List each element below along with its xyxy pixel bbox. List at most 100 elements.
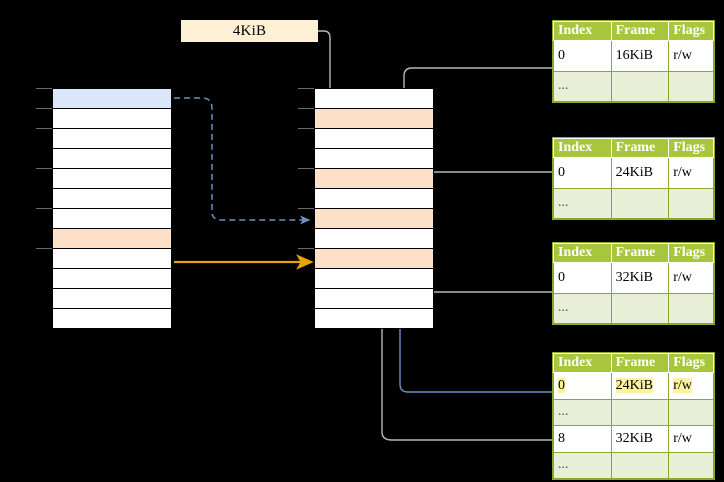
- virtual-memory-column: [52, 88, 172, 329]
- physical-memory-row[interactable]: [314, 128, 434, 149]
- tick-mark: [298, 88, 314, 89]
- virtual-memory-row[interactable]: [52, 228, 172, 249]
- virtual-memory-row[interactable]: [52, 288, 172, 309]
- table-cell: [668, 292, 714, 324]
- physical-memory-row[interactable]: [314, 208, 434, 229]
- column-header-frame: Frame: [610, 353, 670, 373]
- table-cell: 0: [553, 372, 612, 400]
- column-header-flags: Flags: [668, 243, 714, 263]
- column-header-frame: Frame: [610, 138, 670, 158]
- tick-mark: [298, 128, 314, 129]
- column-header-index: Index: [553, 353, 612, 373]
- table-row[interactable]: ...: [553, 451, 714, 479]
- virtual-memory-row[interactable]: [52, 268, 172, 289]
- tick-mark: [298, 108, 314, 109]
- tick-mark: [36, 108, 52, 109]
- column-header-frame: Frame: [610, 243, 670, 263]
- virtual-memory-row[interactable]: [52, 148, 172, 169]
- highlighted-value: 24KiB: [615, 377, 653, 393]
- table-cell: [610, 70, 670, 102]
- wire-virtual-to-physical-dashed: [174, 97, 311, 225]
- column-header-index: Index: [553, 21, 612, 41]
- table-cell: [610, 398, 670, 426]
- column-header-frame: Frame: [610, 21, 670, 41]
- table-row[interactable]: ...: [553, 398, 714, 426]
- table-cell: ...: [553, 70, 612, 102]
- table-cell: 24KiB: [610, 157, 670, 189]
- table-cell: r/w: [668, 425, 714, 453]
- table-row[interactable]: 0 24KiB r/w: [553, 372, 714, 400]
- physical-memory-row[interactable]: [314, 308, 434, 329]
- physical-memory-row[interactable]: [314, 228, 434, 249]
- table-cell: [610, 451, 670, 479]
- page-size-label: 4KiB: [181, 20, 318, 42]
- table-cell: 32KiB: [610, 425, 670, 453]
- virtual-memory-row[interactable]: [52, 208, 172, 229]
- tick-mark: [36, 168, 52, 169]
- physical-memory-row[interactable]: [314, 268, 434, 289]
- virtual-memory-row[interactable]: [52, 308, 172, 329]
- column-header-flags: Flags: [668, 353, 714, 373]
- physical-memory-row[interactable]: [314, 88, 434, 109]
- physical-memory-row[interactable]: [314, 288, 434, 309]
- table-cell: ...: [553, 398, 612, 426]
- highlighted-value: 0: [558, 377, 565, 393]
- tick-mark: [36, 248, 52, 249]
- virtual-memory-row[interactable]: [52, 88, 172, 109]
- table-cell: ...: [553, 187, 612, 219]
- virtual-memory-row[interactable]: [52, 188, 172, 209]
- column-header-index: Index: [553, 138, 612, 158]
- table-cell: 24KiB: [610, 372, 670, 400]
- table-cell: [668, 70, 714, 102]
- table-cell: r/w: [668, 372, 714, 400]
- physical-memory-row[interactable]: [314, 108, 434, 129]
- table-cell: r/w: [668, 40, 714, 72]
- physical-memory-row[interactable]: [314, 148, 434, 169]
- tick-mark: [36, 128, 52, 129]
- physical-memory-row[interactable]: [314, 168, 434, 189]
- column-header-flags: Flags: [668, 21, 714, 41]
- virtual-memory-row[interactable]: [52, 168, 172, 189]
- table-cell: [668, 187, 714, 219]
- tick-mark: [298, 248, 314, 249]
- tick-mark: [36, 208, 52, 209]
- physical-memory-row[interactable]: [314, 188, 434, 209]
- virtual-memory-row[interactable]: [52, 248, 172, 269]
- table-row[interactable]: ...: [553, 70, 714, 102]
- virtual-memory-row[interactable]: [52, 108, 172, 129]
- table-cell: 0: [553, 262, 612, 294]
- table-cell: [668, 398, 714, 426]
- table-cell: [610, 187, 670, 219]
- table-cell: 0: [553, 157, 612, 189]
- table-cell: 8: [553, 425, 612, 453]
- physical-memory-row[interactable]: [314, 248, 434, 269]
- virtual-memory-row[interactable]: [52, 128, 172, 149]
- table-cell: [668, 451, 714, 479]
- wire-table2-to-frame: [415, 171, 552, 221]
- tick-mark: [36, 88, 52, 89]
- table-cell: ...: [553, 451, 612, 479]
- table-cell: ...: [553, 292, 612, 324]
- tick-mark: [298, 168, 314, 169]
- table-row[interactable]: ...: [553, 187, 714, 219]
- column-header-flags: Flags: [668, 138, 714, 158]
- table-cell: r/w: [668, 262, 714, 294]
- highlighted-value: r/w: [673, 377, 692, 393]
- table-cell: 16KiB: [610, 40, 670, 72]
- table-row[interactable]: ...: [553, 292, 714, 324]
- wire-table3-to-frame: [415, 263, 552, 293]
- table-cell: 32KiB: [610, 262, 670, 294]
